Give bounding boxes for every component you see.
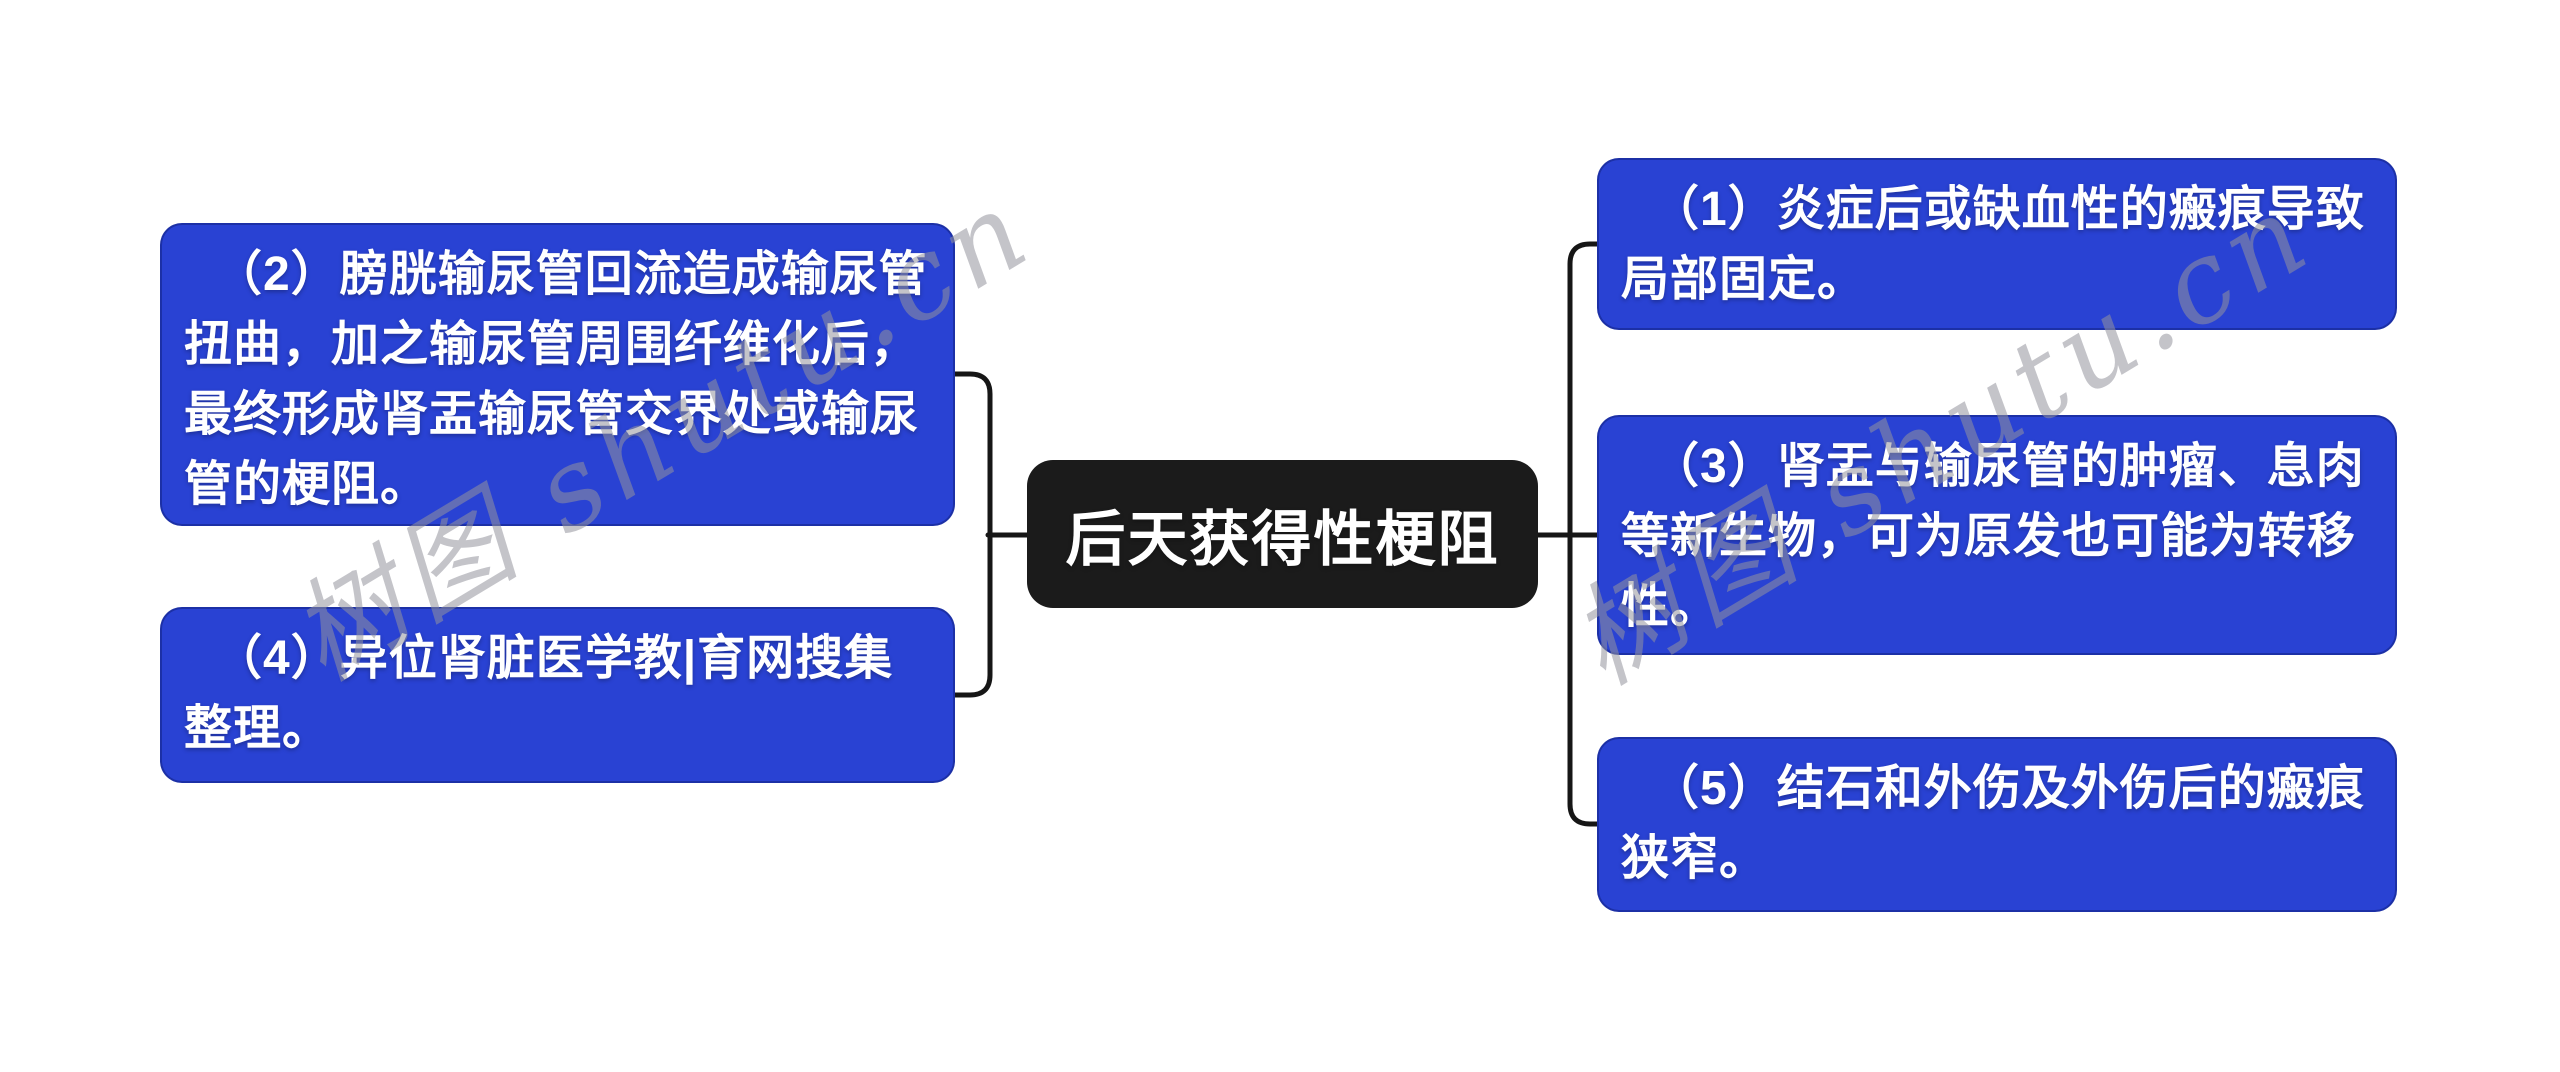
branch-node-2-text: （2）膀胱输尿管回流造成输尿管扭曲，加之输尿管周围纤维化后，最终形成肾盂输尿管交… (184, 248, 928, 511)
branch-node-1-text: （1）炎症后或缺血性的瘢痕导致局部固定。 (1621, 183, 2365, 306)
branch-node-5[interactable]: （5）结石和外伤及外伤后的瘢痕狭窄。 (1597, 737, 2397, 912)
branch-node-4-text: （4）异位肾脏医学教|育网搜集整理。 (184, 632, 894, 755)
branch-node-3-text: （3）肾盂与输尿管的肿瘤、息肉等新生物，可为原发也可能为转移性。 (1621, 440, 2365, 633)
branch-node-5-text: （5）结石和外伤及外伤后的瘢痕狭窄。 (1621, 762, 2365, 885)
connector-right-bracket (1567, 241, 1603, 827)
branch-node-4[interactable]: （4）异位肾脏医学教|育网搜集整理。 (160, 607, 955, 783)
branch-node-2[interactable]: （2）膀胱输尿管回流造成输尿管扭曲，加之输尿管周围纤维化后，最终形成肾盂输尿管交… (160, 223, 955, 526)
connector-left-bracket (949, 371, 993, 698)
root-node[interactable]: 后天获得性梗阻 (1027, 460, 1538, 608)
branch-node-3[interactable]: （3）肾盂与输尿管的肿瘤、息肉等新生物，可为原发也可能为转移性。 (1597, 415, 2397, 655)
root-node-label: 后天获得性梗阻 (1065, 505, 1500, 573)
branch-node-1[interactable]: （1）炎症后或缺血性的瘢痕导致局部固定。 (1597, 158, 2397, 330)
